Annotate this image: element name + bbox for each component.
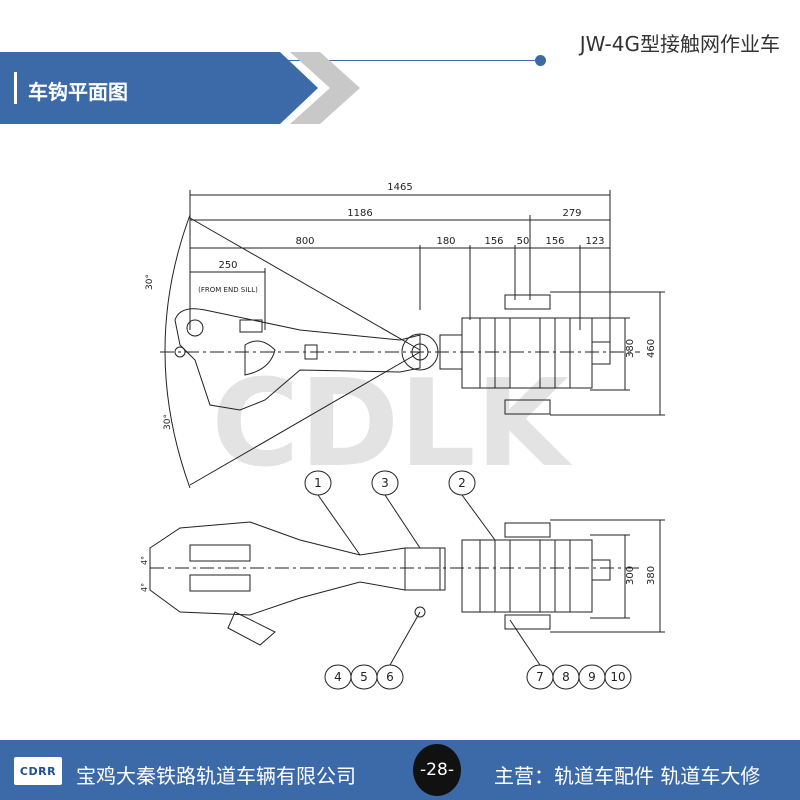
dim-250: 250	[218, 260, 237, 271]
coupler-plan-drawing: CDLK	[140, 182, 665, 690]
callout-2: 2	[458, 476, 466, 490]
dim-279: 279	[562, 208, 581, 219]
dim-380-top: 380	[625, 339, 636, 358]
section-title: 车钩平面图	[28, 80, 128, 104]
callout-7: 7	[536, 670, 544, 684]
callout-8: 8	[562, 670, 570, 684]
callout-5: 5	[360, 670, 368, 684]
business-scope: 主营：轨道车配件 轨道车大修	[494, 764, 761, 788]
dim-123: 123	[585, 236, 604, 247]
dim-460-top: 460	[646, 339, 657, 358]
dim-180: 180	[436, 236, 455, 247]
dim-800: 800	[295, 236, 314, 247]
top-rule-dot	[535, 55, 546, 66]
footer-bar	[0, 740, 800, 800]
callout-6: 6	[386, 670, 394, 684]
callout-4: 4	[334, 670, 342, 684]
note-from-end-sill: (FROM END SILL)	[198, 286, 258, 294]
section-banner	[0, 52, 360, 124]
dim-1186: 1186	[347, 208, 372, 219]
dim-156a: 156	[484, 236, 503, 247]
angle-small-1: 4°	[140, 556, 149, 565]
dim-156b: 156	[545, 236, 564, 247]
company-logo: CDRR	[14, 757, 62, 785]
dim-300-bottom: 300	[625, 566, 636, 585]
angle-small-2: 4°	[140, 583, 149, 592]
callout-10: 10	[610, 670, 625, 684]
company-name: 宝鸡大秦铁路轨道车辆有限公司	[76, 764, 356, 788]
callout-9: 9	[588, 670, 596, 684]
dim-380-bottom: 380	[646, 566, 657, 585]
dim-1465: 1465	[387, 182, 412, 193]
dim-50: 50	[517, 236, 530, 247]
angle-bottom: 30°	[163, 414, 173, 430]
page-number: -28-	[413, 744, 461, 796]
watermark: CDLK	[211, 355, 572, 494]
banner-bar	[14, 72, 17, 104]
callout-1: 1	[314, 476, 322, 490]
doc-title: JW-4G型接触网作业车	[579, 32, 780, 56]
angle-top: 30°	[145, 274, 155, 290]
callout-3: 3	[381, 476, 389, 490]
